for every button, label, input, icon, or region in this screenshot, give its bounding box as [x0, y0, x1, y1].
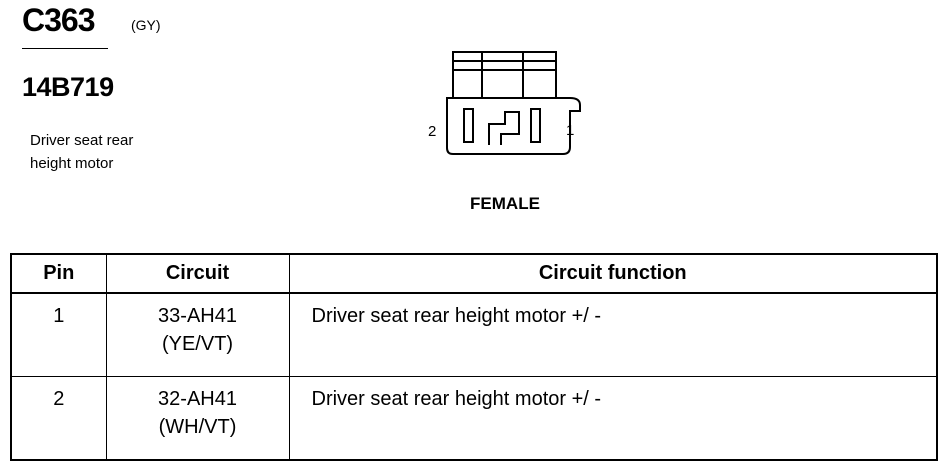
cavity-pin-2 [463, 108, 474, 143]
connector-latch [452, 51, 557, 99]
component-description-line-2: height motor [30, 155, 114, 172]
circuit-function: Driver seat rear height motor +/ - [288, 376, 938, 461]
table-row: 2 32-AH41 (WH/VT) Driver seat rear heigh… [10, 376, 938, 461]
pin-label-left: 2 [428, 123, 436, 140]
connector-face-diagram: 2 1 [428, 51, 581, 155]
connector-id: C363 [22, 2, 95, 38]
connector-color: (GY) [131, 17, 161, 33]
pin-number: 1 [10, 292, 107, 377]
circuit-cell: 32-AH41 (WH/VT) [105, 376, 290, 461]
header-circuit-function: Circuit function [288, 253, 938, 294]
title-underline [22, 48, 108, 49]
pinout-table: Pin Circuit Circuit function 1 33-AH41 (… [10, 253, 938, 461]
pin-number: 2 [10, 376, 107, 461]
part-number: 14B719 [22, 72, 114, 102]
connector-body [446, 97, 581, 155]
wire-color: (YE/VT) [161, 333, 234, 355]
circuit-number: 32-AH41 [158, 388, 237, 410]
table-header-row: Pin Circuit Circuit function [10, 253, 938, 294]
component-description-line-1: Driver seat rear [30, 132, 134, 149]
circuit-cell: 33-AH41 (YE/VT) [105, 292, 290, 377]
cavity-pin-1 [530, 108, 541, 143]
wire-color: (WH/VT) [158, 416, 237, 438]
header-circuit: Circuit [105, 253, 290, 294]
header-pin: Pin [10, 253, 107, 294]
table-row: 1 33-AH41 (YE/VT) Driver seat rear heigh… [10, 292, 938, 377]
keying-feature [488, 111, 520, 145]
connector-gender-label: FEMALE [470, 194, 540, 213]
circuit-function: Driver seat rear height motor +/ - [288, 292, 938, 377]
circuit-number: 33-AH41 [158, 305, 237, 327]
pin-label-right: 1 [566, 122, 574, 139]
